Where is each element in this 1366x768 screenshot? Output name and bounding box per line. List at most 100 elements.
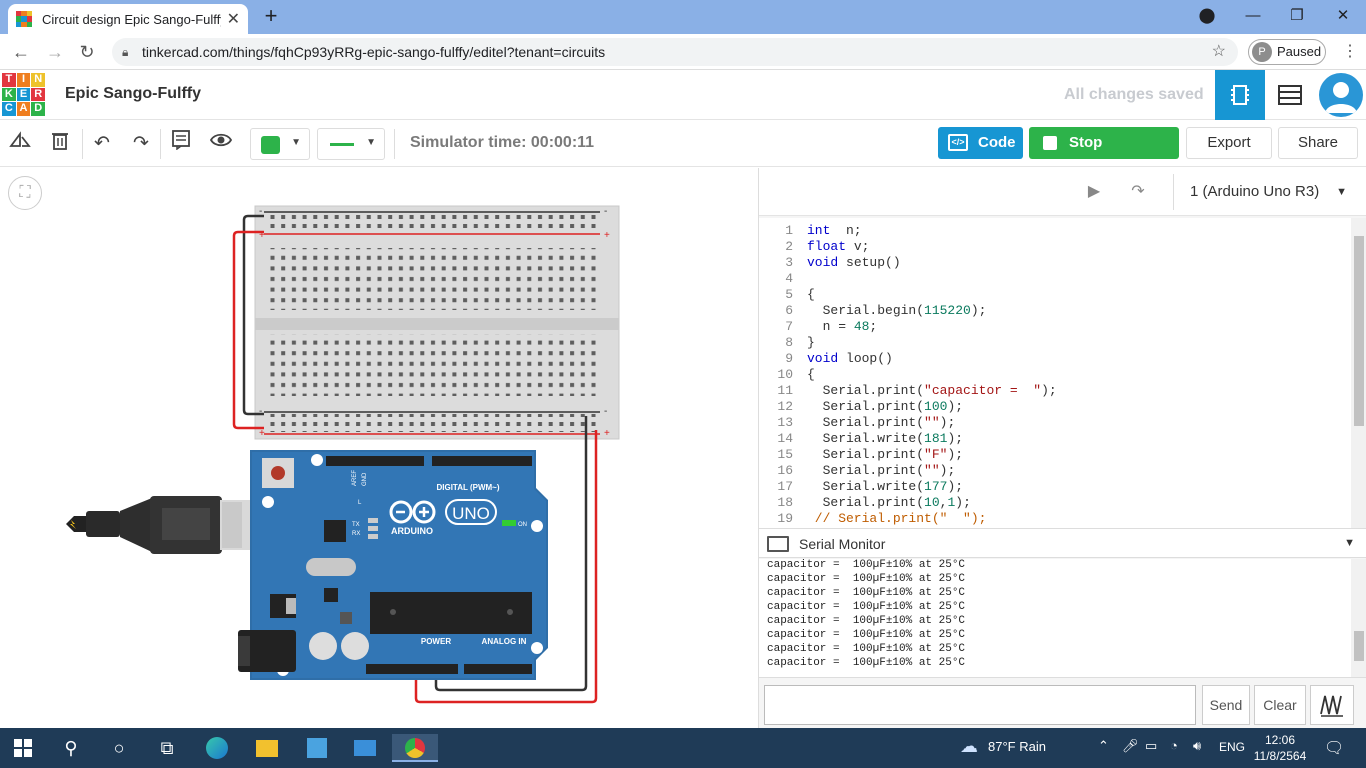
search-icon[interactable]: ⚲: [64, 738, 78, 758]
breadboard[interactable]: - + - + - + - +: [254, 205, 620, 440]
task-view-icon[interactable]: ⧉: [160, 738, 174, 758]
reload-icon[interactable]: ↻: [79, 42, 95, 62]
wifi-icon[interactable]: ◔: [1170, 738, 1178, 753]
svg-text:+: +: [604, 230, 610, 241]
close-window-icon[interactable]: ✕: [1336, 7, 1350, 24]
tinkercad-logo[interactable]: T I N K E R C A D: [2, 73, 45, 116]
notes-icon[interactable]: [167, 130, 195, 158]
tab-search-icon[interactable]: ⬤: [1198, 7, 1216, 24]
back-icon[interactable]: ←: [12, 42, 30, 62]
circuit-drawing: - + - + - + - +: [66, 205, 620, 704]
windows-start-icon[interactable]: [8, 734, 38, 762]
arduino-uno[interactable]: UNO ARDUINO DIGITAL (PWM~) POWER ANALOG …: [238, 450, 548, 680]
power-label: POWER: [421, 637, 451, 646]
arduino-brand-label: ARDUINO: [391, 526, 433, 536]
chevron-down-icon: ▼: [291, 137, 301, 148]
url-input[interactable]: 🔒︎ tinkercad.com/things/fqhCp93yRRg-epic…: [112, 38, 1238, 66]
l-label: L: [358, 500, 362, 506]
export-button[interactable]: Export: [1186, 127, 1272, 159]
microphone-icon[interactable]: 🎤︎: [1122, 738, 1139, 753]
user-avatar[interactable]: [1319, 73, 1363, 117]
forward-icon[interactable]: →: [46, 42, 64, 62]
line-number: 6: [785, 303, 793, 318]
chrome-icon[interactable]: [392, 734, 438, 762]
board-select[interactable]: 1 (Arduino Uno R3) ▼: [1173, 174, 1359, 210]
graph-toggle-button[interactable]: [1310, 685, 1354, 725]
code-line: Serial.print(10,1);: [807, 495, 971, 510]
analog-in-label: ANALOG IN: [482, 637, 527, 646]
chevron-up-icon[interactable]: ⌃: [1098, 738, 1109, 753]
serial-scrollbar[interactable]: [1351, 559, 1366, 677]
minimize-icon[interactable]: —: [1245, 7, 1261, 24]
toolbar-divider: [82, 129, 83, 159]
taskbar-clock[interactable]: 12:06 11/8/2564: [1252, 732, 1308, 764]
logo-letter: T: [2, 73, 16, 87]
fit-view-icon[interactable]: ⛶: [8, 176, 42, 210]
circuit-view-button[interactable]: [1215, 70, 1265, 120]
url-text: tinkercad.com/things/fqhCp93yRRg-epic-sa…: [142, 44, 606, 60]
notifications-icon[interactable]: 🗨︎: [1324, 740, 1345, 757]
profile-button[interactable]: P Paused: [1248, 39, 1326, 65]
editor-scrollbar[interactable]: [1351, 218, 1366, 528]
circuit-canvas[interactable]: ⛶ -: [0, 168, 757, 728]
code-button[interactable]: </> Code: [938, 127, 1023, 159]
svg-text:-: -: [259, 206, 262, 217]
serial-input[interactable]: [764, 685, 1196, 725]
wire-color-dropdown[interactable]: ▼: [250, 128, 310, 160]
step-icon[interactable]: ▶︎: [1087, 183, 1101, 200]
user-avatar-icon: [1325, 82, 1357, 113]
code-line: {: [807, 287, 815, 302]
code-line: void setup(): [807, 255, 901, 270]
redo-icon[interactable]: ↷: [133, 133, 149, 154]
debugger-icon[interactable]: ↷: [1131, 183, 1145, 200]
usb-cable[interactable]: [66, 496, 296, 554]
rx-label: RX: [352, 531, 360, 537]
browser-tab-strip: Circuit design Epic Sango-Fulffy | ✕ + ⬤…: [0, 0, 1366, 34]
send-button[interactable]: Send: [1202, 685, 1250, 725]
svg-text:-: -: [604, 206, 607, 217]
address-bar-row: ← → ↻ 🔒︎ tinkercad.com/things/fqhCp93yRR…: [0, 34, 1366, 70]
stop-simulation-button[interactable]: Stop Simulation: [1029, 127, 1179, 183]
clock-date: 11/8/2564: [1253, 749, 1307, 763]
mail-icon[interactable]: [350, 734, 380, 762]
chevron-down-icon[interactable]: ▼: [1344, 537, 1355, 549]
wire-type-dropdown[interactable]: ▼: [317, 128, 385, 160]
logo-letter: R: [31, 87, 45, 102]
logo-letter: D: [31, 102, 45, 116]
wires[interactable]: [232, 214, 598, 704]
visibility-icon[interactable]: [207, 130, 235, 158]
browser-tab[interactable]: Circuit design Epic Sango-Fulffy | ✕: [8, 4, 248, 34]
close-tab-icon[interactable]: ✕: [226, 11, 240, 28]
app-header: T I N K E R C A D Epic Sango-Fulffy All …: [0, 70, 1366, 120]
share-button[interactable]: Share: [1278, 127, 1358, 159]
line-number: 18: [777, 495, 793, 510]
serial-monitor-header[interactable]: Serial Monitor ▼: [759, 528, 1366, 558]
serial-monitor-icon: [767, 536, 789, 552]
code-line: Serial.begin(115220);: [807, 303, 987, 318]
profile-avatar: P: [1252, 42, 1272, 62]
uno-label: UNO: [452, 504, 490, 523]
line-number: 16: [777, 463, 793, 478]
maximize-icon[interactable]: ❐: [1290, 7, 1304, 24]
volume-icon[interactable]: 🔊︎: [1193, 738, 1202, 753]
code-editor[interactable]: 1 2 3 4 5 6 7 8 9 10 11 12 13 14 15 16 1…: [759, 218, 1366, 528]
rotate-icon[interactable]: [6, 130, 34, 158]
bookmark-star-icon[interactable]: ☆: [1211, 43, 1226, 60]
file-explorer-icon[interactable]: [252, 734, 282, 762]
line-number: 12: [777, 399, 793, 414]
line-number: 1: [785, 223, 793, 238]
clear-button[interactable]: Clear: [1254, 685, 1306, 725]
language-indicator[interactable]: ENG: [1219, 740, 1246, 754]
delete-icon[interactable]: [46, 130, 74, 158]
project-title[interactable]: Epic Sango-Fulffy: [65, 85, 201, 102]
weather-text[interactable]: 87°F Rain: [988, 739, 1046, 754]
store-icon[interactable]: [302, 734, 332, 762]
undo-icon[interactable]: ↶: [94, 133, 110, 154]
new-tab-icon[interactable]: +: [264, 3, 278, 28]
component-list-button[interactable]: [1265, 70, 1315, 120]
edge-icon[interactable]: [202, 734, 232, 762]
logo-letter: K: [2, 87, 16, 102]
cortana-icon[interactable]: ○: [113, 738, 125, 758]
browser-menu-icon[interactable]: ⋮: [1342, 43, 1358, 60]
battery-icon[interactable]: ▭: [1145, 738, 1158, 753]
